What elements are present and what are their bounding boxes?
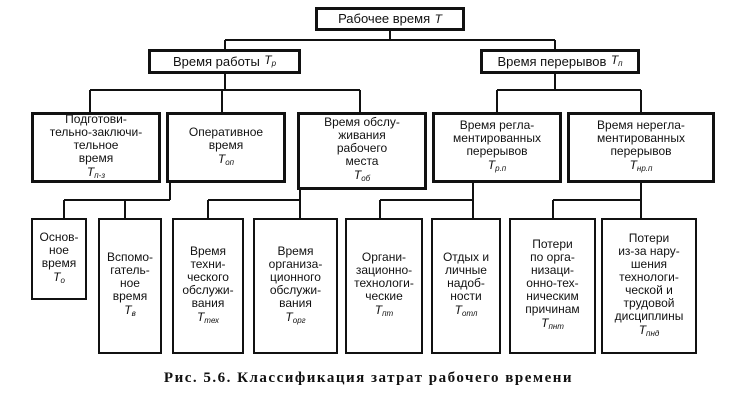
node-org-tech-breaks-symbol: Tпт — [374, 303, 394, 318]
node-root-label: Рабочее время — [338, 11, 431, 26]
node-org-service: Время организа- ционного обслужи- вания … — [253, 218, 338, 354]
node-aux-time-label: Вспомо- гатель- ное время — [106, 250, 154, 303]
node-work-time-label: Время работы — [172, 53, 260, 69]
node-main-time: Основ- ное время Tо — [31, 218, 87, 300]
node-service-time-label: Время обслу- живания рабочего места — [324, 115, 400, 168]
node-tech-service: Время техни- ческого обслужи- вания Tтех — [172, 218, 244, 354]
node-aux-time-symbol: Tв — [124, 303, 136, 318]
node-root: Рабочее время T — [315, 7, 465, 31]
node-work-time-symbol: Tр — [264, 52, 277, 68]
node-unregulated-breaks-label: Время нерегла- ментированных перерывов — [597, 118, 685, 158]
node-aux-time: Вспомо- гатель- ное время Tв — [98, 218, 162, 354]
node-loss-discipline: Потери из-за нару- шения технологи- ческ… — [601, 218, 697, 354]
node-loss-org-tech: Потери по орга- низаци- онно-тех- ническ… — [509, 218, 596, 354]
node-loss-org-tech-symbol: Tпнт — [541, 316, 564, 331]
node-rest-needs-label: Отдых и личные надоб- ности — [442, 250, 490, 303]
node-work-time: Время работы Tр — [148, 49, 301, 74]
node-regulated-breaks: Время регла- ментированных перерывов Tр.… — [432, 112, 562, 183]
node-operative-time-symbol: Tоп — [217, 151, 235, 167]
node-regulated-breaks-symbol: Tр.п — [487, 158, 507, 173]
node-root-symbol: T — [434, 12, 442, 26]
node-loss-org-tech-label: Потери по орга- низаци- онно-тех- ническ… — [525, 237, 580, 316]
node-loss-discipline-label: Потери из-за нару- шения технологи- ческ… — [614, 230, 684, 323]
node-break-time: Время перерывов Tп — [480, 49, 640, 74]
node-org-service-label: Время организа- ционного обслужи- вания — [268, 243, 323, 310]
node-rest-needs-symbol: Tотл — [454, 303, 478, 318]
node-prep-time: Подготови- тельно-заключи- тельное время… — [31, 112, 161, 183]
node-operative-time: Оперативное время Tоп — [166, 112, 286, 183]
node-service-time-symbol: Tоб — [353, 168, 371, 183]
node-break-time-symbol: Tп — [610, 52, 623, 68]
node-unregulated-breaks-symbol: Tнр.п — [629, 158, 653, 173]
node-unregulated-breaks: Время нерегла- ментированных перерывов T… — [567, 112, 715, 183]
node-break-time-label: Время перерывов — [497, 53, 607, 69]
node-prep-time-label: Подготови- тельно-заключи- тельное время — [49, 112, 143, 165]
node-rest-needs: Отдых и личные надоб- ности Tотл — [431, 218, 501, 354]
node-tech-service-symbol: Tтех — [196, 309, 220, 325]
node-regulated-breaks-label: Время регла- ментированных перерывов — [453, 118, 541, 158]
node-main-time-label: Основ- ное время — [39, 229, 79, 270]
node-prep-time-symbol: Tп-з — [86, 164, 106, 180]
figure-caption: Рис. 5.6. Классификация затрат рабочего … — [163, 370, 574, 386]
node-org-tech-breaks: Органи- зационно- технологи- ческие Tпт — [345, 218, 423, 354]
node-org-service-symbol: Tорг — [285, 309, 306, 325]
node-loss-discipline-symbol: Tпнд — [638, 322, 660, 338]
node-main-time-symbol: Tо — [53, 269, 65, 285]
node-tech-service-label: Время техни- ческого обслужи- вания — [182, 243, 234, 310]
node-operative-time-label: Оперативное время — [188, 124, 264, 152]
node-org-tech-breaks-label: Органи- зационно- технологи- ческие — [354, 250, 414, 303]
node-service-time: Время обслу- живания рабочего места Tоб — [297, 112, 427, 190]
